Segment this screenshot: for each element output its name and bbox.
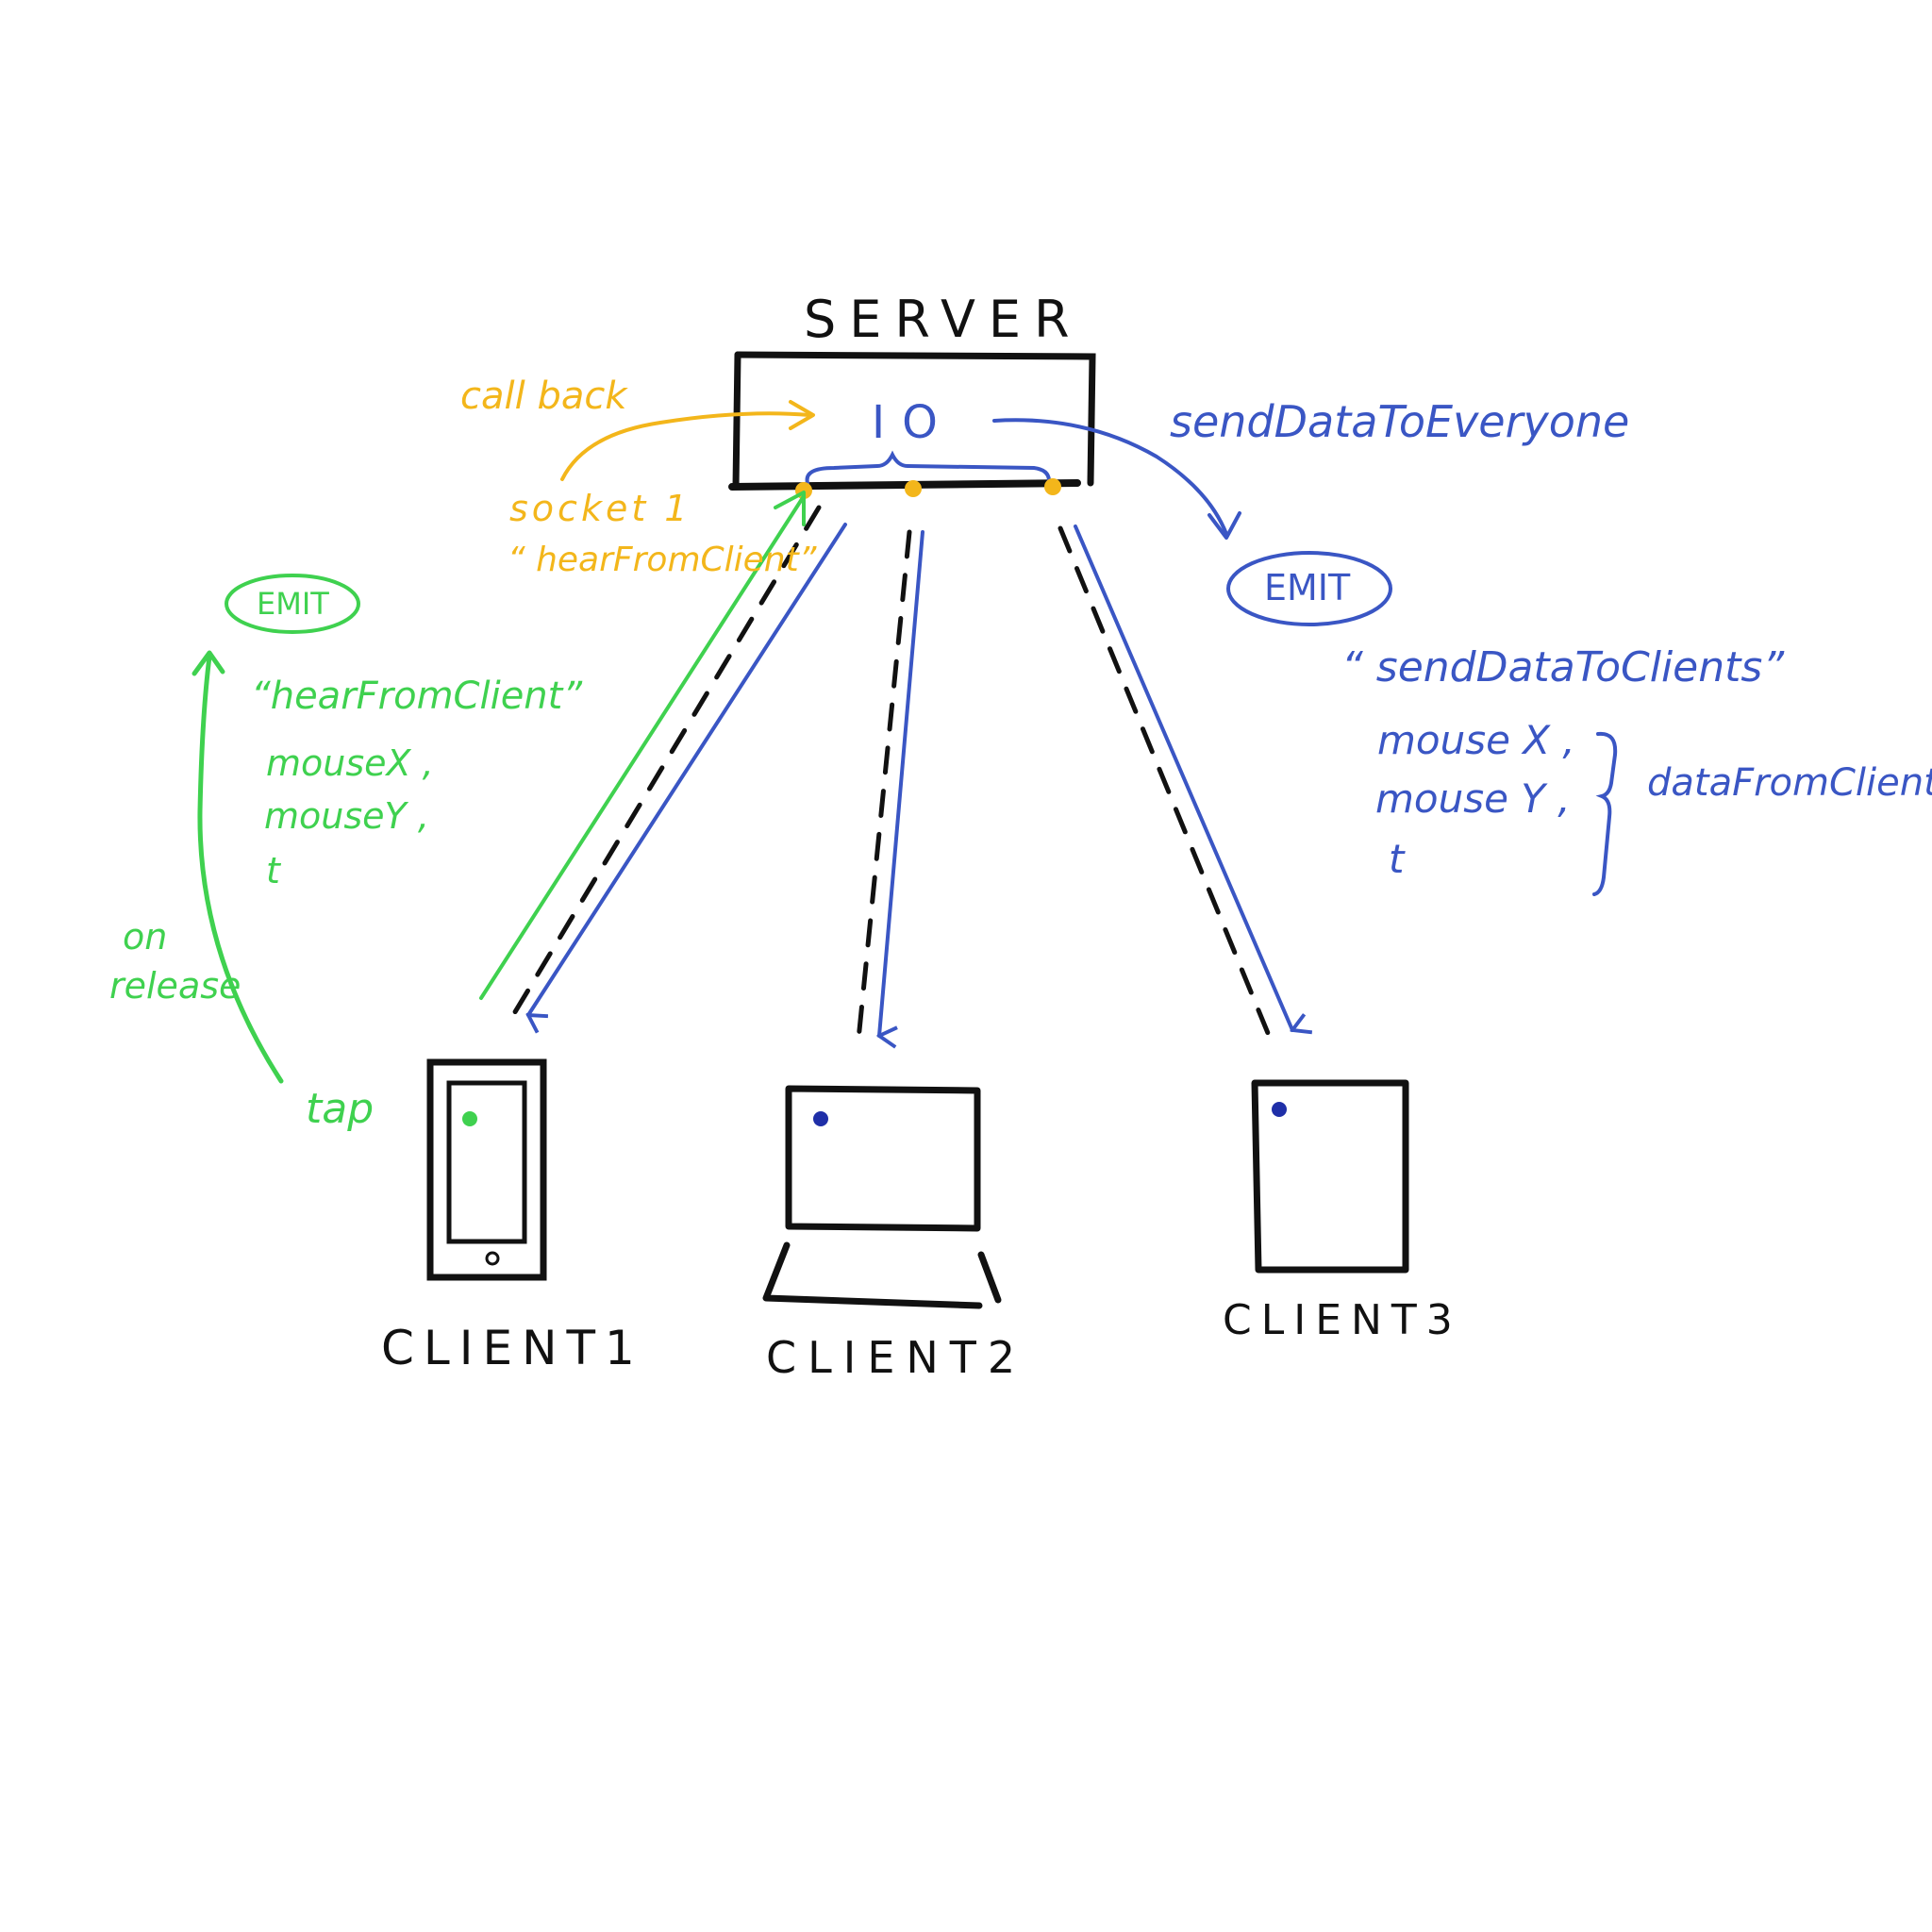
- gesture-label: tap: [306, 1085, 375, 1133]
- params-brace: [1592, 731, 1618, 896]
- upstream-arrow: [479, 491, 806, 1000]
- broadcast-label: sendDataToEveryone: [1170, 396, 1630, 447]
- socket-dot-3: [1044, 478, 1061, 495]
- broadcast-arrow: [992, 418, 1241, 540]
- client2-label: CLIENT2: [766, 1332, 1027, 1383]
- tablet-icon: [1251, 1079, 1409, 1274]
- downstream-arrow-1: [528, 523, 847, 1015]
- server-emit-badge: EMIT: [1264, 567, 1351, 608]
- server-box: [728, 351, 1096, 491]
- laptop-icon: [762, 1085, 1002, 1309]
- trigger-label-2: release: [109, 965, 242, 1007]
- connection-dashed-1: [510, 505, 822, 1018]
- client-emit-param-1: mouseX ,: [266, 742, 434, 784]
- client3-label: CLIENT3: [1223, 1296, 1462, 1344]
- connection-dashed-3: [1058, 525, 1273, 1041]
- client-emit-badge: EMIT: [257, 586, 329, 622]
- io-brace: [805, 450, 1051, 485]
- emit-trigger-arrow: [192, 650, 284, 1084]
- server-emit-param-2: mouse Y ,: [1375, 775, 1571, 822]
- phone-icon: [426, 1058, 547, 1281]
- socket-dot-2: [905, 480, 922, 497]
- server-title: SERVER: [804, 290, 1083, 349]
- client-emit-oval: [225, 574, 360, 634]
- callback-label: call back: [460, 375, 627, 418]
- trigger-label-1: on: [123, 916, 168, 958]
- server-emit-event: “ sendDataToClients”: [1341, 643, 1785, 691]
- data-group-label: dataFromClient: [1647, 761, 1932, 805]
- downstream-arrow-2: [879, 530, 924, 1036]
- io-label: IO: [872, 396, 955, 449]
- connection-dashed-2: [856, 529, 912, 1042]
- server-emit-param-3: t: [1389, 836, 1405, 882]
- server-emit-param-1: mouse X ,: [1377, 717, 1575, 763]
- socket-label: socket 1: [509, 488, 691, 529]
- client-emit-event: “hearFromClient”: [251, 675, 583, 718]
- client-emit-param-2: mouseY ,: [264, 795, 429, 837]
- callback-arrow: [560, 400, 815, 481]
- server-emit-oval: [1226, 551, 1392, 626]
- client1-label: CLIENT1: [381, 1321, 644, 1375]
- downstream-arrow-3: [1074, 525, 1292, 1030]
- client-emit-param-3: t: [266, 850, 280, 891]
- socket-event-label: “ hearFromClient”: [508, 541, 817, 579]
